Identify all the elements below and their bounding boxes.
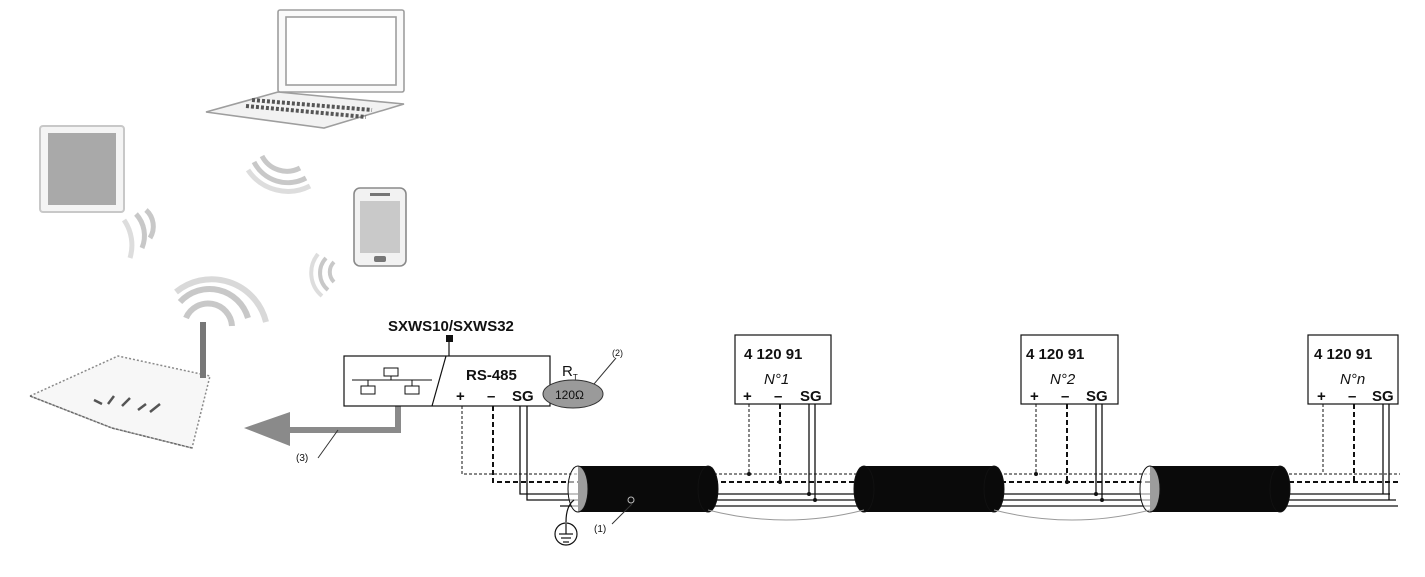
wifi-signal-icon <box>245 154 312 194</box>
device-n: 4 120 91 N°n + – SG <box>1307 334 1399 405</box>
device-code: 4 120 91 <box>744 346 802 363</box>
wifi-signal-icon <box>309 252 336 298</box>
gateway-terminal-plus: + <box>456 388 465 405</box>
gateway-bus-label: RS-485 <box>466 367 517 384</box>
terminator-resistor: RT 120Ω (2) <box>542 348 623 409</box>
device-terminal-sg: SG <box>1372 388 1394 405</box>
device-terminal-minus: – <box>1061 388 1069 405</box>
device-number: N°2 <box>1050 371 1076 388</box>
cable-segment <box>853 465 1005 513</box>
smartphone-icon <box>353 187 407 267</box>
laptop-icon <box>205 9 405 129</box>
cable-segment <box>1139 465 1291 513</box>
ground-icon <box>554 499 578 546</box>
gateway-module: SXWS10/SXWS32 RS-485 + – SG <box>343 318 551 407</box>
device-terminal-plus: + <box>743 388 752 405</box>
cable-callout: (1) <box>594 524 606 535</box>
uplink-arrow: (3) <box>244 406 401 464</box>
tablet-icon <box>39 125 125 213</box>
cable-segment <box>567 465 719 513</box>
wifi-router-icon <box>28 322 211 449</box>
device-1: 4 120 91 N°1 + – SG <box>734 334 832 405</box>
shielded-cable: (1) <box>567 465 1291 535</box>
uplink-callout: (3) <box>296 453 308 464</box>
device-number: N°n <box>1340 371 1365 388</box>
gateway-model-label: SXWS10/SXWS32 <box>388 318 514 335</box>
device-code: 4 120 91 <box>1314 346 1372 363</box>
network-icon <box>352 367 432 395</box>
device-terminal-sg: SG <box>1086 388 1108 405</box>
device-terminal-plus: + <box>1030 388 1039 405</box>
device-terminal-minus: – <box>774 388 782 405</box>
gateway-terminal-sg: SG <box>512 388 534 405</box>
wifi-signal-icon <box>174 276 269 327</box>
device-number: N°1 <box>764 371 789 388</box>
terminator-value: 120Ω <box>555 388 584 402</box>
device-terminal-sg: SG <box>800 388 822 405</box>
device-terminal-plus: + <box>1317 388 1326 405</box>
wifi-signal-icon <box>121 208 156 259</box>
terminator-label: RT <box>562 363 578 382</box>
device-2: 4 120 91 N°2 + – SG <box>1020 334 1119 405</box>
device-code: 4 120 91 <box>1026 346 1084 363</box>
device-terminal-minus: – <box>1348 388 1356 405</box>
terminator-callout: (2) <box>612 348 623 358</box>
gateway-terminal-minus: – <box>487 388 495 405</box>
